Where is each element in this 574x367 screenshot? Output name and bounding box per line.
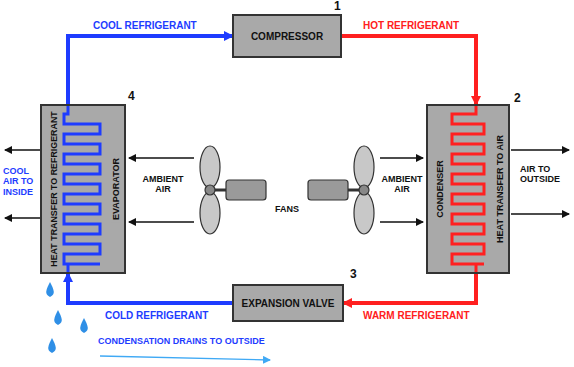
air-label: COOL AIR TO INSIDE <box>3 166 39 197</box>
edge-label: WARM REFRIGERANT <box>362 310 471 321</box>
vertical-label: CONDENSER <box>435 158 445 220</box>
edge-label: HOT REFRIGERANT <box>362 20 460 31</box>
edge-label: COLD REFRIGERANT <box>104 310 209 321</box>
callout-number: 4 <box>128 90 142 104</box>
refrigerant-line <box>342 36 476 104</box>
callout-number: 3 <box>350 268 364 282</box>
condenser-fill <box>426 104 510 274</box>
compressor-box: COMPRESSOR <box>232 14 342 58</box>
edge-label: COOL REFRIGERANT <box>92 20 198 31</box>
expansion-valve-box: EXPANSION VALVE <box>232 284 344 322</box>
box-label: COMPRESSOR <box>251 31 323 42</box>
air-arrows <box>5 150 569 222</box>
condenser-box: CONDENSER HEAT TRANSFER TO AIR <box>426 104 510 274</box>
refrigerant-line <box>344 274 476 303</box>
vertical-label: HEAT TRANSFER TO REFRIGERANT <box>49 109 59 268</box>
text-column: CONDENSER <box>433 106 447 272</box>
drain-arrow <box>100 356 270 360</box>
coil-tube <box>64 104 100 274</box>
box-label: EXPANSION VALVE <box>242 298 335 309</box>
text-column: HEAT TRANSFER TO REFRIGERANT <box>47 106 61 272</box>
vertical-label: EVAPORATOR <box>111 156 121 222</box>
coils <box>64 104 484 274</box>
fan-right <box>308 146 374 234</box>
air-label: AIR TO OUTSIDE <box>520 164 572 185</box>
fan-left <box>200 146 266 234</box>
evaporator-box: HEAT TRANSFER TO REFRIGERANT EVAPORATOR <box>40 104 126 274</box>
callout-number: 1 <box>334 0 348 14</box>
air-label: AMBIENT AIR <box>378 174 426 195</box>
evaporator-fill <box>40 104 126 274</box>
fans-label: FANS <box>262 204 312 214</box>
text-column: HEAT TRANSFER TO AIR <box>493 106 507 272</box>
vertical-label: HEAT TRANSFER TO AIR <box>495 133 505 245</box>
text-column: EVAPORATOR <box>109 106 123 272</box>
note-label: CONDENSATION DRAINS TO OUTSIDE <box>98 336 348 346</box>
coil-tube <box>452 104 484 274</box>
callout-number: 2 <box>514 92 528 106</box>
air-label: AMBIENT AIR <box>138 174 188 195</box>
refrigerant-line <box>68 36 232 104</box>
refrigerant-line <box>68 274 232 303</box>
